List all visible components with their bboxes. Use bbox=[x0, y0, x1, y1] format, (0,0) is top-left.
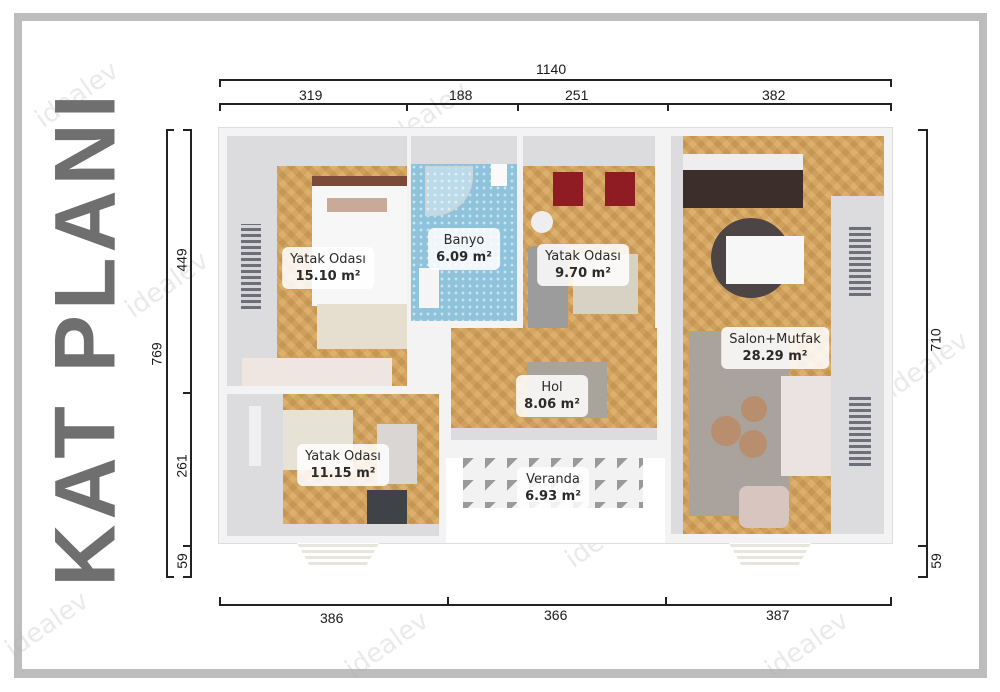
dim-top-3: 251 bbox=[565, 87, 589, 103]
dim-top-4: 382 bbox=[762, 87, 786, 103]
floor-plan: Yatak Odası 15.10 m² Banyo 6.09 m² Yatak… bbox=[219, 128, 892, 565]
armchair bbox=[605, 172, 635, 206]
kitchen-counter bbox=[683, 154, 803, 208]
room-label: Yatak Odası 11.15 m² bbox=[297, 444, 389, 486]
room-label: Yatak Odası 15.10 m² bbox=[282, 247, 374, 289]
dim-top-2: 188 bbox=[449, 87, 473, 103]
coffee-table bbox=[741, 396, 767, 422]
curtains bbox=[849, 396, 871, 466]
page-title: KAT PLANI bbox=[37, 89, 134, 587]
coffee-table bbox=[739, 430, 767, 458]
room-area: 15.10 m² bbox=[295, 269, 361, 284]
dim-tick bbox=[219, 597, 221, 605]
toilet bbox=[491, 164, 507, 186]
dim-tick bbox=[406, 103, 408, 111]
dim-tick bbox=[517, 103, 519, 111]
pillows bbox=[327, 198, 387, 212]
dim-left-2: 261 bbox=[173, 454, 190, 478]
dim-bottom-2: 366 bbox=[544, 607, 568, 623]
room-area: 9.70 m² bbox=[555, 266, 611, 281]
dim-tick bbox=[918, 129, 926, 131]
dim-bottom-3: 387 bbox=[766, 607, 790, 623]
dim-top-total: 1140 bbox=[536, 61, 567, 77]
sink bbox=[419, 268, 439, 308]
sofa bbox=[781, 376, 831, 476]
dim-tick bbox=[890, 597, 892, 605]
room-name: Salon+Mutfak bbox=[729, 332, 821, 347]
dim-tick bbox=[667, 103, 669, 111]
dim-right-2: 59 bbox=[927, 553, 944, 569]
room-area: 28.29 m² bbox=[742, 349, 808, 364]
room-hall bbox=[451, 328, 657, 440]
dim-top-1: 319 bbox=[299, 87, 323, 103]
dim-line bbox=[166, 129, 168, 578]
dim-tick bbox=[183, 392, 191, 394]
dim-tick bbox=[183, 129, 191, 131]
room-label: Yatak Odası 9.70 m² bbox=[537, 244, 629, 286]
room-name: Yatak Odası bbox=[305, 449, 381, 464]
room-label: Hol 8.06 m² bbox=[516, 375, 588, 417]
dim-tick bbox=[890, 79, 892, 87]
chair bbox=[367, 490, 407, 524]
side-table bbox=[531, 211, 553, 233]
shower bbox=[425, 166, 473, 216]
armchair bbox=[739, 486, 789, 528]
room-name: Veranda bbox=[526, 472, 580, 487]
room-area: 6.93 m² bbox=[525, 489, 581, 504]
room-area: 8.06 m² bbox=[524, 397, 580, 412]
dim-right-1: 710 bbox=[927, 328, 944, 352]
dim-left-1: 449 bbox=[173, 248, 190, 272]
room-bedroom-2 bbox=[523, 136, 655, 341]
room-name: Banyo bbox=[443, 233, 485, 248]
room-label: Salon+Mutfak 28.29 m² bbox=[721, 327, 829, 369]
dim-tick bbox=[447, 597, 449, 605]
room-name: Hol bbox=[541, 380, 563, 395]
dim-tick bbox=[890, 103, 892, 111]
dim-line bbox=[219, 604, 892, 606]
dim-tick bbox=[219, 79, 221, 87]
dim-left-3: 59 bbox=[173, 553, 190, 569]
wardrobe bbox=[242, 358, 392, 386]
coffee-table bbox=[711, 416, 741, 446]
window-step bbox=[729, 543, 811, 565]
dim-tick bbox=[183, 576, 191, 578]
dim-tick bbox=[918, 576, 926, 578]
window-step bbox=[297, 543, 379, 565]
room-label: Banyo 6.09 m² bbox=[428, 228, 500, 270]
dining-table bbox=[726, 236, 804, 284]
dim-tick bbox=[183, 545, 191, 547]
armchair bbox=[553, 172, 583, 206]
dim-tick bbox=[166, 576, 174, 578]
dim-line bbox=[926, 129, 928, 578]
dim-tick bbox=[219, 103, 221, 111]
dim-line bbox=[219, 103, 892, 105]
room-name: Yatak Odası bbox=[545, 249, 621, 264]
dim-tick bbox=[166, 129, 174, 131]
curtains bbox=[849, 226, 871, 296]
room-name: Yatak Odası bbox=[290, 252, 366, 267]
dim-line bbox=[219, 79, 892, 81]
rug bbox=[317, 304, 407, 349]
dim-line bbox=[190, 129, 192, 578]
room-area: 6.09 m² bbox=[436, 250, 492, 265]
wall-art bbox=[249, 406, 261, 466]
room-living-kitchen bbox=[671, 136, 884, 534]
room-area: 11.15 m² bbox=[310, 466, 376, 481]
dim-bottom-1: 386 bbox=[320, 610, 344, 626]
dim-tick bbox=[918, 545, 926, 547]
curtains bbox=[241, 224, 261, 309]
room-label: Veranda 6.93 m² bbox=[517, 467, 589, 509]
dim-tick bbox=[665, 597, 667, 605]
dim-left-total: 769 bbox=[148, 342, 165, 366]
